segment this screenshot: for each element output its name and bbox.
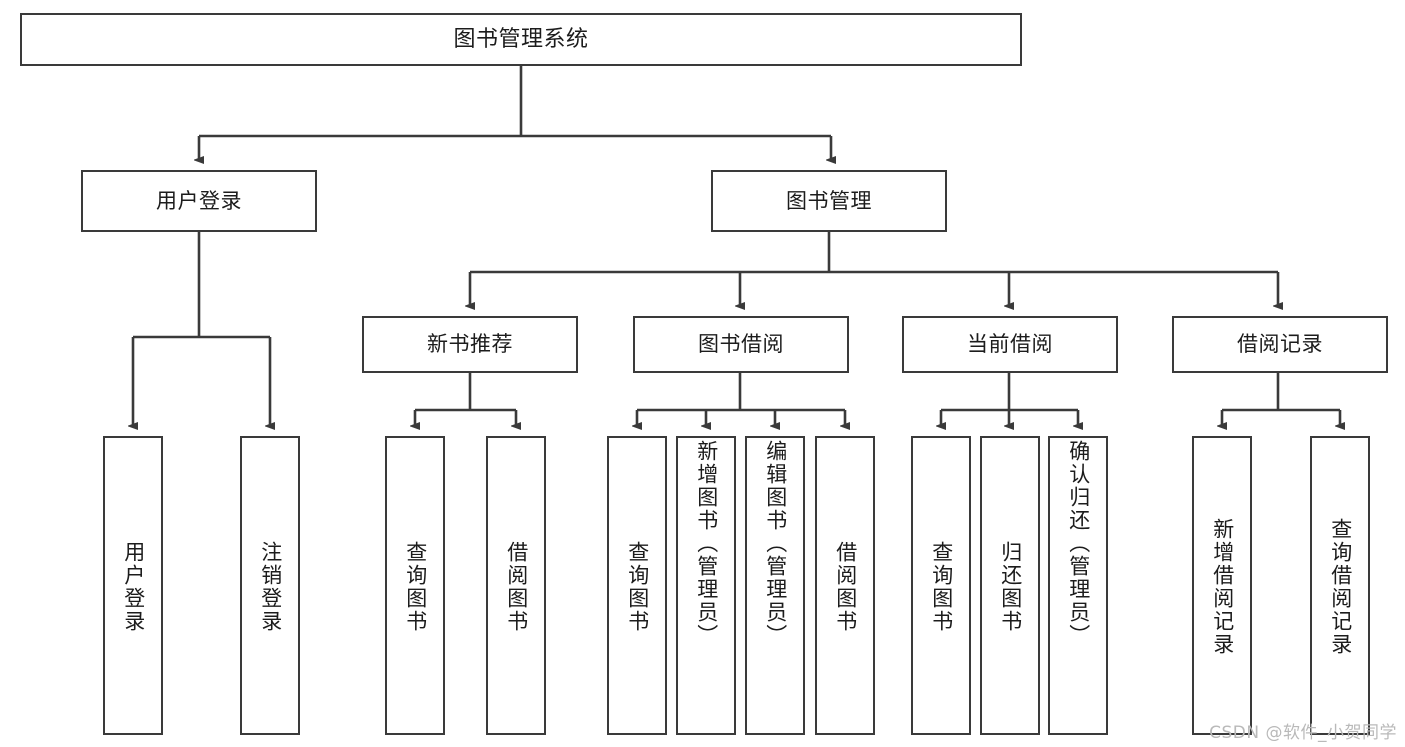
node-leaf-confirm-return[interactable]: 确认归还（管理员）	[1048, 436, 1108, 735]
node-root-label: 图书管理系统	[453, 26, 589, 52]
node-borrow-record[interactable]: 借阅记录	[1172, 316, 1388, 373]
node-book-borrow-label: 图书借阅	[698, 332, 784, 357]
node-leaf-edit-book[interactable]: 编辑图书（管理员）	[745, 436, 805, 735]
watermark: CSDN @软件_小贺同学	[1209, 723, 1397, 743]
node-leaf-return-book[interactable]: 归还图书	[980, 436, 1040, 735]
node-leaf-user-login-label: 用户登录	[121, 540, 146, 633]
node-leaf-query-record[interactable]: 查询借阅记录	[1310, 436, 1370, 735]
node-leaf-query-book-1-label: 查询图书	[403, 540, 428, 633]
node-leaf-borrow-book-2-label: 借阅图书	[833, 540, 858, 633]
node-leaf-logout[interactable]: 注销登录	[240, 436, 300, 735]
node-book-borrow[interactable]: 图书借阅	[633, 316, 849, 373]
node-leaf-borrow-book-1-label: 借阅图书	[504, 540, 529, 633]
node-leaf-edit-book-label: 编辑图书（管理员）	[763, 440, 788, 647]
node-root[interactable]: 图书管理系统	[20, 13, 1022, 66]
node-current-borrow-label: 当前借阅	[967, 332, 1053, 357]
node-leaf-user-login[interactable]: 用户登录	[103, 436, 163, 735]
node-leaf-query-book-3-label: 查询图书	[929, 540, 954, 633]
node-leaf-borrow-book-2[interactable]: 借阅图书	[815, 436, 875, 735]
node-leaf-query-book-2-label: 查询图书	[625, 540, 650, 633]
node-leaf-logout-label: 注销登录	[258, 540, 283, 633]
node-leaf-query-book-1[interactable]: 查询图书	[385, 436, 445, 735]
node-leaf-borrow-book-1[interactable]: 借阅图书	[486, 436, 546, 735]
node-leaf-add-record-label: 新增借阅记录	[1210, 517, 1235, 656]
node-book-management[interactable]: 图书管理	[711, 170, 947, 232]
node-user-login[interactable]: 用户登录	[81, 170, 317, 232]
node-user-login-label: 用户登录	[156, 188, 242, 213]
node-leaf-add-book[interactable]: 新增图书（管理员）	[676, 436, 736, 735]
node-leaf-add-book-label: 新增图书（管理员）	[694, 440, 719, 647]
node-leaf-confirm-return-label: 确认归还（管理员）	[1066, 440, 1091, 647]
node-leaf-query-book-2[interactable]: 查询图书	[607, 436, 667, 735]
node-new-book-recommend-label: 新书推荐	[427, 332, 513, 357]
node-current-borrow[interactable]: 当前借阅	[902, 316, 1118, 373]
node-leaf-add-record[interactable]: 新增借阅记录	[1192, 436, 1252, 735]
node-leaf-query-book-3[interactable]: 查询图书	[911, 436, 971, 735]
node-book-management-label: 图书管理	[786, 188, 872, 213]
node-new-book-recommend[interactable]: 新书推荐	[362, 316, 578, 373]
node-borrow-record-label: 借阅记录	[1237, 332, 1323, 357]
node-leaf-query-record-label: 查询借阅记录	[1328, 517, 1353, 656]
node-leaf-return-book-label: 归还图书	[998, 540, 1023, 633]
